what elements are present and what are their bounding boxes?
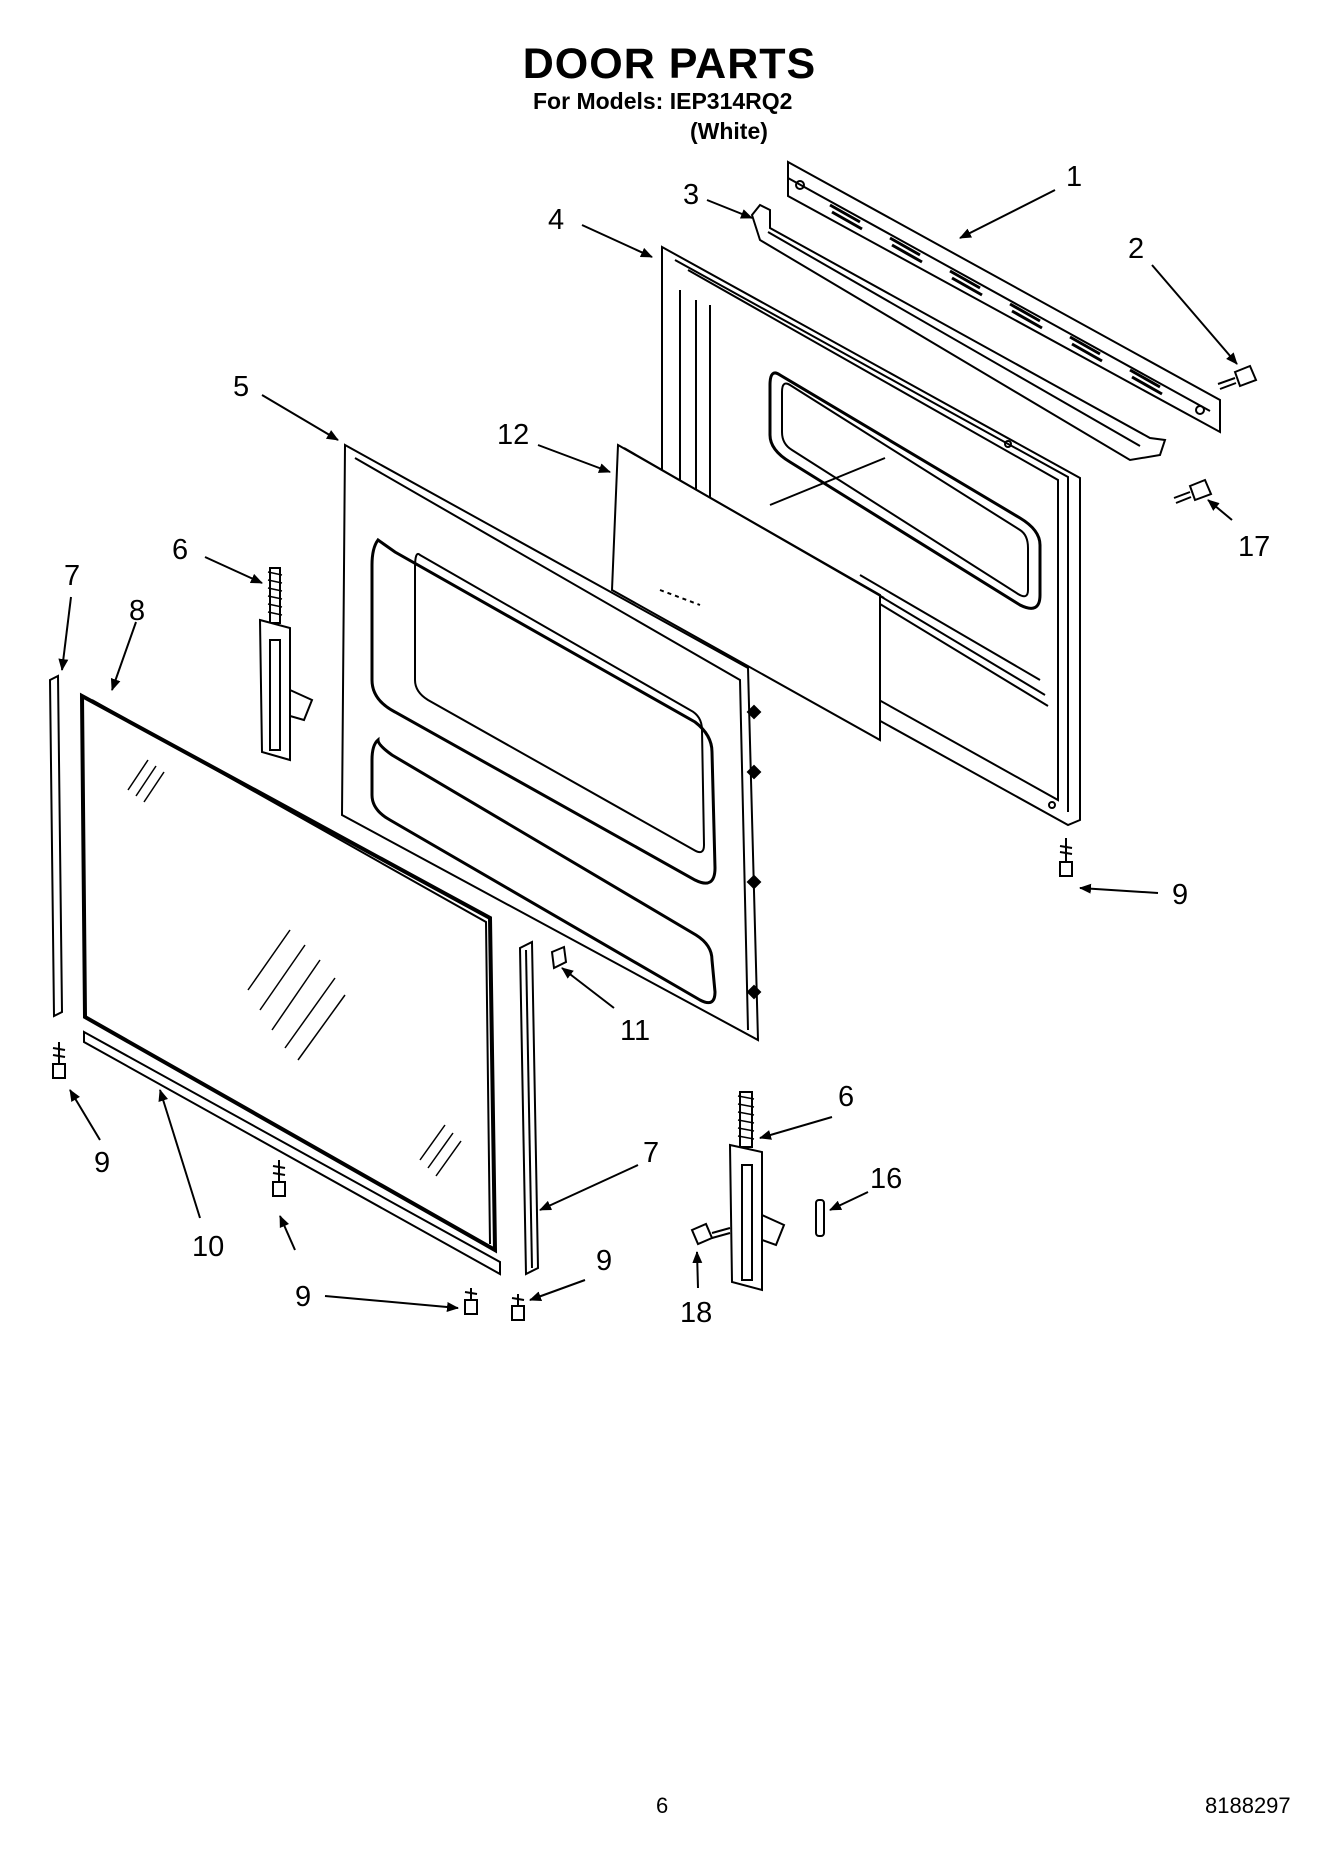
- page-number: 6: [656, 1793, 669, 1818]
- part-9-screw-bottom-2: [511, 1294, 525, 1321]
- part-2-screw: [1217, 364, 1258, 390]
- part-9-screw-bottom-1: [464, 1288, 478, 1315]
- callout-16: 16: [870, 1163, 902, 1195]
- part-7-side-trim-right: [518, 940, 540, 1276]
- callout-3: 3: [683, 179, 699, 211]
- callout-17: 17: [1238, 531, 1270, 563]
- callout-6-lower: 6: [838, 1081, 854, 1113]
- callout-8: 8: [129, 595, 145, 627]
- document-number: 8188297: [1205, 1793, 1291, 1818]
- part-7-side-trim-left: [48, 674, 64, 1018]
- callout-5: 5: [233, 371, 249, 403]
- callout-9-left: 9: [94, 1147, 110, 1179]
- callout-7-right: 7: [643, 1137, 659, 1169]
- part-18-screw: [690, 1222, 731, 1246]
- part-9-screw-center: [272, 1160, 286, 1197]
- part-17-screw: [1173, 478, 1213, 504]
- callout-labels: 1 2 3 4 5 6 6 7 7 8 9 9 9 9 10 11 12 16 …: [64, 161, 1270, 1329]
- part-16-pin: [815, 1199, 825, 1237]
- callout-9-bottom-right: 9: [596, 1245, 612, 1277]
- callout-18: 18: [680, 1297, 712, 1329]
- callout-2: 2: [1128, 233, 1144, 265]
- callout-10: 10: [192, 1231, 224, 1263]
- part-11-clip: [550, 945, 568, 970]
- callout-6-upper: 6: [172, 534, 188, 566]
- part-8-outer-glass: [79, 692, 498, 1254]
- callout-7-left: 7: [64, 560, 80, 592]
- page-title: DOOR PARTS: [522, 40, 817, 88]
- part-3-handle: [750, 203, 1167, 462]
- callout-12: 12: [497, 419, 529, 451]
- part-6-hinge-lower: [728, 1091, 786, 1292]
- model-variant: (White): [690, 118, 768, 144]
- callout-1: 1: [1066, 161, 1082, 193]
- part-9-screw-top-right: [1059, 838, 1073, 877]
- callout-9-top-right: 9: [1172, 879, 1188, 911]
- callout-9-bottom: 9: [295, 1281, 311, 1313]
- part-10-bottom-trim: [83, 1030, 501, 1276]
- part-4-inner-door-panel: [661, 245, 1081, 827]
- part-6-hinge-upper: [258, 567, 314, 762]
- part-1-vent-trim: [787, 160, 1221, 434]
- part-12-insulation: [610, 443, 886, 742]
- part-9-screw-left: [52, 1042, 66, 1079]
- leader-arrows: [58, 189, 1238, 1312]
- callout-11: 11: [620, 1015, 650, 1047]
- part-5-door-frame: [340, 443, 762, 1042]
- models-line: For Models: IEP314RQ2: [533, 88, 793, 114]
- callout-4: 4: [548, 204, 564, 236]
